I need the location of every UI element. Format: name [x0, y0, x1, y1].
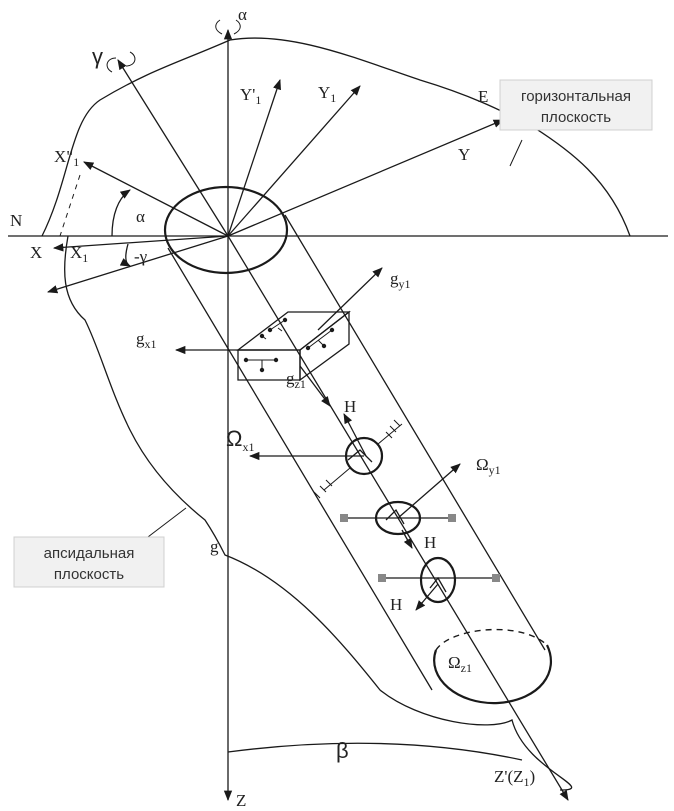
x-dbl-prime-label: X"1: [54, 147, 79, 169]
apsidal-plane-box: апсидальная плоскость: [13, 536, 165, 588]
gx1-label: gx1: [136, 329, 157, 351]
y-axis-label: Y: [458, 145, 470, 164]
borehole-top-ellipse: [163, 185, 289, 275]
e-point-label: E: [478, 87, 488, 106]
omega-y1-label: Ωy1: [476, 455, 501, 477]
gy1-arrow: [317, 267, 383, 331]
apsidal-plane-outline: [64, 235, 573, 791]
omega-x1-label: Ωx1: [226, 426, 254, 454]
x-axis-label: X: [30, 243, 42, 262]
alpha-rotation-arrow: [215, 19, 241, 35]
lower-x-axis: [47, 235, 229, 294]
y1-label: Y1: [318, 83, 336, 105]
beta-arc: [227, 742, 523, 761]
gamma-axis-label: γ: [92, 44, 103, 69]
g-point-label: g: [210, 537, 219, 556]
bottom-ellipse-dashed: [435, 628, 548, 651]
x1-axis: [52, 235, 229, 252]
h-top-label: H: [344, 397, 356, 416]
x1-label: X1: [70, 243, 88, 265]
gz1-arrow: [299, 365, 331, 407]
svg-text:плоскость: плоскость: [541, 109, 611, 126]
horizontal-plane-box: горизонтальная плоскость: [499, 79, 653, 131]
h-low-label: H: [390, 595, 402, 614]
gamma-arc: [119, 243, 131, 267]
y1-prime-label: Y'1: [240, 85, 261, 107]
gamma-rotation-arrow: [106, 51, 136, 73]
svg-text:апсидальная: апсидальная: [44, 545, 135, 562]
sensor-block-side: [299, 310, 350, 382]
y-axis: [227, 119, 504, 237]
cylinder-right-side: [284, 214, 546, 651]
svg-text:плоскость: плоскость: [54, 566, 124, 583]
horizontal-plane-outline: [41, 37, 631, 237]
gz1-label: gz1: [286, 369, 306, 391]
minus-gamma-label: -γ: [134, 247, 148, 266]
bottom-ellipse-solid: [433, 644, 552, 705]
x-link-dashed: [59, 174, 81, 237]
svg-text:горизонтальная: горизонтальная: [521, 88, 631, 105]
gy1-label: gy1: [390, 269, 411, 291]
cylinder-left-side: [167, 247, 433, 691]
alpha-angle-label: α: [136, 207, 145, 226]
alpha-axis-label: α: [238, 5, 247, 24]
y1-prime-axis: [227, 79, 281, 237]
n-point-label: N: [10, 211, 22, 230]
sensor-symbols: [243, 317, 335, 373]
gyroscope-y1: [340, 463, 461, 549]
z-axis-label: Z: [236, 791, 246, 810]
gamma-axis: [117, 59, 229, 237]
beta-angle-label: β: [336, 738, 349, 763]
horizontal-box-pointer: [509, 139, 523, 167]
y1-axis: [227, 85, 361, 237]
z-prime-label: Z'(Z1): [494, 767, 535, 789]
x-dbl-prime-axis: [83, 161, 229, 237]
gyroscope-x1: [248, 413, 403, 499]
h-mid-label: H: [424, 533, 436, 552]
gyroscope-z1: [378, 556, 500, 611]
alpha-arc: [111, 189, 131, 237]
omega-z1-label: Ωz1: [448, 653, 472, 675]
apsidal-box-pointer: [143, 507, 187, 541]
